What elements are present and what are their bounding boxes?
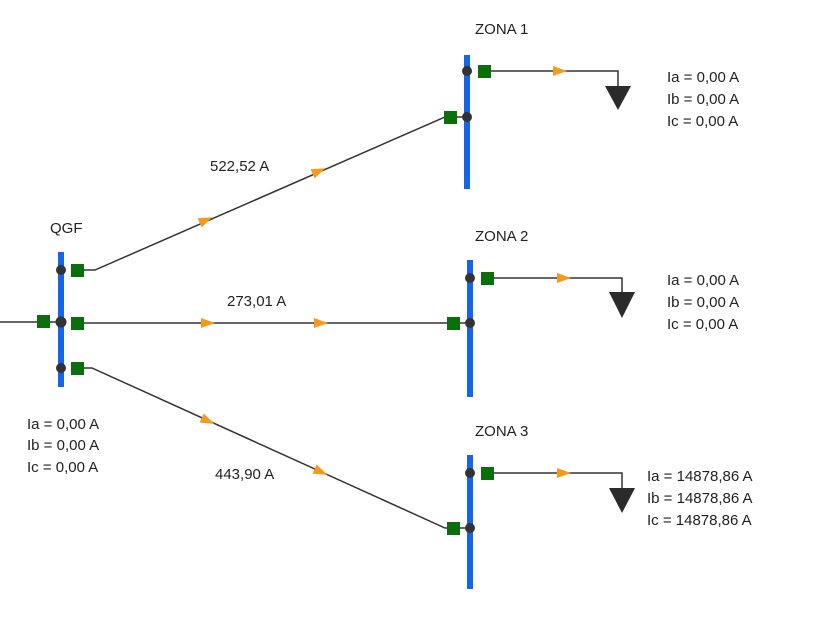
breaker-qgf-feeder-2[interactable] [71,317,84,330]
breaker-zona-3-incoming[interactable] [447,522,460,535]
node-qgf-feeder-1 [56,265,66,275]
qgf-reading-ic: Ic = 0,00 A [27,459,98,476]
zona-2-reading-ic: Ic = 0,00 A [667,316,738,333]
flow-arrow-feeder-2a [201,318,215,328]
breaker-zona-1-incoming[interactable] [444,111,457,124]
load-line-zona-2 [488,277,623,292]
qgf-reading-ib: Ib = 0,00 A [27,437,99,454]
node-qgf-feeder-3 [56,363,66,373]
bus-label-zona-1: ZONA 1 [475,21,528,38]
breaker-zona-2-incoming[interactable] [447,317,460,330]
feeder-line-zona-1 [77,116,467,271]
zona-2-reading-ib: Ib = 0,00 A [667,294,739,311]
node-zona-2-load [465,273,475,283]
node-zona-3-load [465,468,475,478]
qgf-reading-ia: Ia = 0,00 A [27,416,99,433]
breaker-zona-1-load[interactable] [478,65,491,78]
flow-arrow-feeder-1b [310,168,326,179]
feeder-current-1: 522,52 A [210,158,269,175]
load-icon-zona-1[interactable] [605,86,631,110]
flow-arrow-feeder-1a [197,217,213,228]
load-line-zona-1 [484,70,619,88]
node-zona-1-load [462,66,472,76]
breaker-incoming[interactable] [37,315,50,328]
bus-label-zona-2: ZONA 2 [475,228,528,245]
feeder-current-2: 273,01 A [227,293,286,310]
flow-arrow-load-3 [557,468,571,478]
zona-1-reading-ic: Ic = 0,00 A [667,113,738,130]
flow-arrow-feeder-3b [312,464,328,475]
node-zona-2-incoming [465,318,475,328]
zona-1-reading-ib: Ib = 0,00 A [667,91,739,108]
zona-3-reading-ia: Ia = 14878,86 A [647,468,753,485]
node-qgf-incoming [55,316,67,328]
bus-label-zona-3: ZONA 3 [475,423,528,440]
breaker-zona-2-load[interactable] [481,272,494,285]
zona-1-reading-ia: Ia = 0,00 A [667,69,739,86]
zona-3-reading-ic: Ic = 14878,86 A [647,512,752,529]
zona-2-reading-ia: Ia = 0,00 A [667,272,739,289]
breaker-qgf-feeder-3[interactable] [71,362,84,375]
breaker-zona-3-load[interactable] [481,467,494,480]
breaker-qgf-feeder-1[interactable] [71,264,84,277]
node-zona-1-incoming [462,112,472,122]
flow-arrow-load-2 [557,273,571,283]
load-icon-zona-2[interactable] [609,292,635,318]
bus-label-qgf: QGF [50,220,83,237]
load-icon-zona-3[interactable] [609,488,635,513]
zona-3-reading-ib: Ib = 14878,86 A [647,490,753,507]
load-line-zona-3 [488,472,623,490]
feeder-current-3: 443,90 A [215,466,274,483]
flow-arrow-load-1 [553,66,567,76]
flow-arrow-feeder-3a [199,413,215,424]
flow-arrow-feeder-2b [314,318,328,328]
feeder-line-zona-3 [77,367,470,529]
node-zona-3-incoming [465,523,475,533]
